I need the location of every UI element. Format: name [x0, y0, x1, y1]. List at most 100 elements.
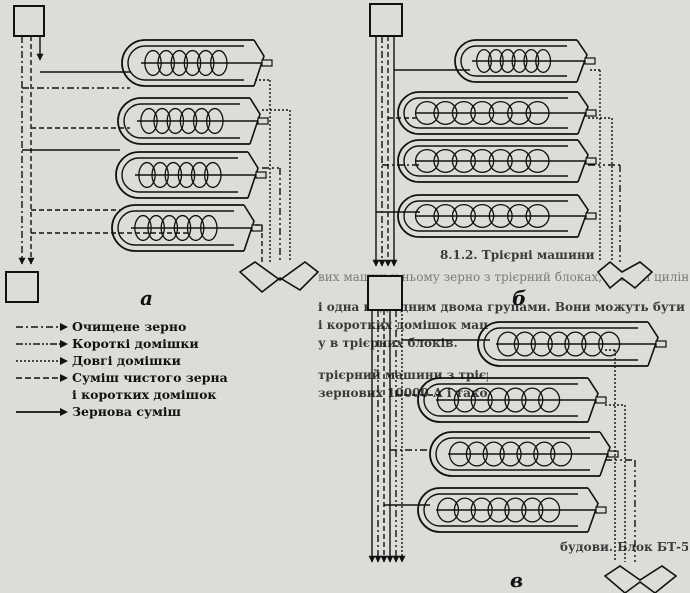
unit-end-cap — [249, 97, 261, 145]
shaft-coupling — [655, 340, 667, 348]
unit-inner-wall — [123, 103, 240, 139]
unit-end-cap — [587, 487, 599, 533]
unit-end-cap — [599, 431, 611, 477]
legend-item: Короткі домішки — [14, 335, 228, 352]
figure-label-c: в — [510, 568, 524, 592]
unit-inner-wall — [403, 200, 568, 232]
shaft-coupling — [257, 117, 269, 125]
trier-cylinder-unit — [121, 39, 273, 87]
trier-cylinder-unit — [111, 204, 263, 252]
legend-label: Зернова суміш — [72, 404, 181, 419]
scheme-c-feed-box — [367, 275, 403, 311]
bg-text-line: і коротких домішок машина обладнана — [318, 318, 488, 332]
scheme-c-lines — [368, 310, 678, 593]
legend-item: Зернова суміш — [14, 403, 228, 420]
scheme-b-collector — [596, 260, 654, 290]
unit-housing — [111, 204, 244, 252]
unit-inner-wall — [460, 45, 567, 77]
unit-inner-wall — [403, 97, 568, 129]
shaft-coupling — [261, 59, 273, 67]
legend-swatch — [16, 322, 68, 331]
unit-end-cap — [577, 194, 589, 238]
legend-swatch — [16, 373, 68, 382]
unit-end-cap — [576, 39, 588, 83]
unit-housing — [117, 97, 250, 145]
trier-cylinder-unit — [115, 151, 267, 199]
shaft-coupling — [585, 157, 597, 165]
trier-cylinder-unit — [417, 377, 607, 423]
legend-swatch — [16, 407, 68, 416]
bg-text-line: і одна над одним двома групами. Вони мож… — [318, 300, 688, 314]
scheme-b-feed-hopper — [369, 3, 403, 37]
unit-inner-wall — [435, 437, 590, 471]
scheme-b-lines — [367, 3, 654, 311]
trier-cylinder-unit — [454, 39, 596, 83]
unit-end-cap — [577, 139, 589, 183]
figure-label-b: б — [512, 286, 527, 310]
unit-housing — [397, 194, 578, 238]
trier-cylinder-unit — [397, 139, 597, 183]
unit-housing — [454, 39, 577, 83]
legend-label: Суміш чистого зерна — [72, 370, 228, 385]
shaft-coupling — [251, 224, 263, 232]
unit-end-cap — [247, 151, 259, 199]
scheme-a-lines — [5, 5, 320, 303]
unit-inner-wall — [117, 210, 234, 246]
legend-label: і коротких домішок — [72, 387, 217, 402]
legend-swatch — [16, 356, 68, 365]
trier-cylinder-unit — [117, 97, 269, 145]
unit-housing — [121, 39, 254, 87]
scheme-a-collector — [238, 261, 320, 294]
scheme-a-units — [111, 39, 273, 252]
unit-housing — [477, 321, 648, 367]
shaft-coupling — [585, 109, 597, 117]
legend-label: Короткі домішки — [72, 336, 199, 351]
unit-end-cap — [647, 321, 659, 367]
unit-inner-wall — [483, 327, 638, 361]
unit-end-cap — [243, 204, 255, 252]
unit-inner-wall — [127, 45, 244, 81]
trier-cylinder-unit — [477, 321, 667, 367]
unit-housing — [417, 487, 588, 533]
scheme-b-units — [397, 39, 597, 238]
unit-end-cap — [577, 91, 589, 135]
unit-inner-wall — [423, 383, 578, 417]
legend-item: Довгі домішки — [14, 352, 228, 369]
bg-heading: 8.1.2. Трієрні машини — [440, 248, 595, 262]
unit-housing — [397, 139, 578, 183]
unit-end-cap — [253, 39, 265, 87]
bg-text-line: вих машин у ньому зерно з трієрний блока… — [318, 270, 688, 284]
shaft-coupling — [255, 171, 267, 179]
unit-housing — [429, 431, 600, 477]
unit-inner-wall — [423, 493, 578, 527]
bg-text-line: будови. Блок БТ-5 — [560, 540, 688, 554]
unit-housing — [115, 151, 248, 199]
legend-label: Очищене зерно — [72, 319, 187, 334]
shaft-coupling — [607, 450, 619, 458]
shaft-coupling — [585, 212, 597, 220]
trier-cylinder-unit — [397, 91, 597, 135]
legend-swatch — [16, 339, 68, 348]
unit-end-cap — [587, 377, 599, 423]
unit-inner-wall — [121, 157, 238, 193]
unit-housing — [397, 91, 578, 135]
shaft-coupling — [595, 396, 607, 404]
legend: Очищене зерно Короткі домішки Довгі домі… — [14, 318, 228, 420]
legend-item: і коротких домішок — [14, 386, 228, 403]
trier-cylinder-unit — [417, 487, 607, 533]
legend-swatch-empty — [14, 390, 68, 400]
legend-item: Очищене зерно — [14, 318, 228, 335]
scheme-c-units — [417, 321, 667, 533]
scheme-a-output-bin — [5, 271, 39, 303]
shaft-coupling — [595, 506, 607, 514]
legend-label: Довгі домішки — [72, 353, 181, 368]
shaft-coupling — [584, 57, 596, 65]
scheme-c-collector — [603, 565, 678, 593]
unit-housing — [417, 377, 588, 423]
trier-cylinder-unit — [397, 194, 597, 238]
trier-cylinder-unit — [429, 431, 619, 477]
scheme-a-feed-hopper — [13, 5, 45, 37]
figure-label-a: а — [140, 286, 153, 310]
